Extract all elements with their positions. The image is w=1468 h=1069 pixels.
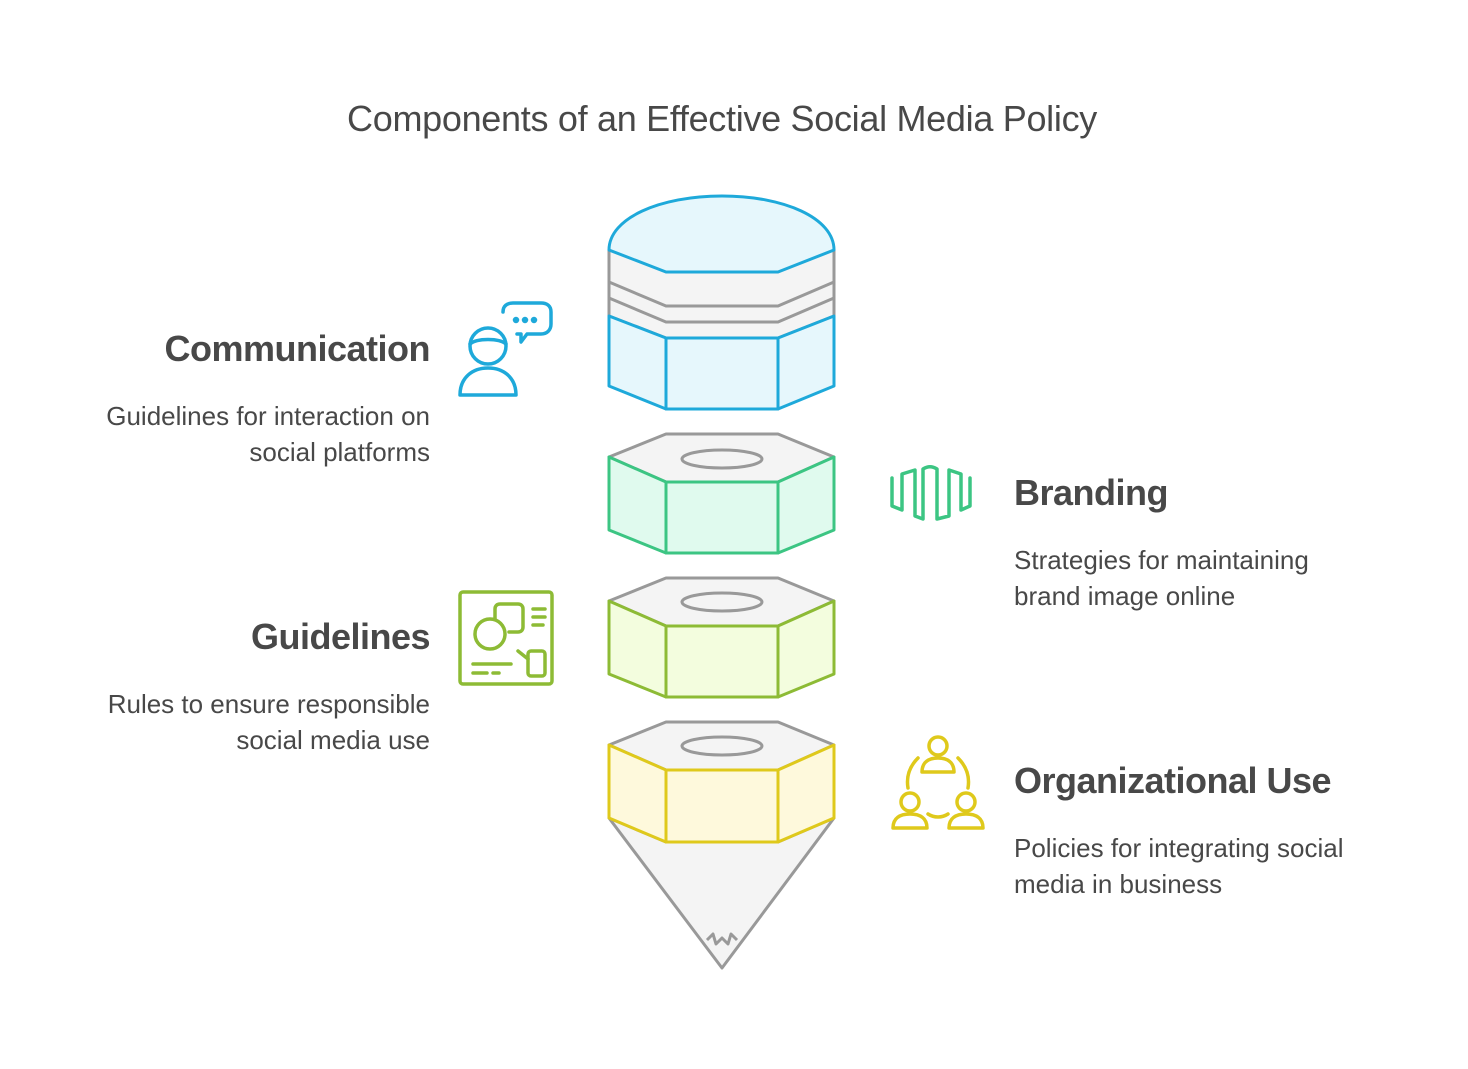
description-line: Policies for integrating social	[1014, 833, 1344, 863]
guidelines-description: Rules to ensure responsible social media…	[108, 686, 430, 758]
guidelines-heading: Guidelines	[250, 616, 431, 657]
description-line: brand image online	[1014, 581, 1236, 611]
description-line: Guidelines for interaction on	[106, 401, 430, 431]
stack-segment-guidelines	[607, 576, 836, 699]
team-network-icon	[891, 735, 985, 830]
person-speech-bubble-icon	[458, 301, 553, 397]
description-line: Strategies for maintaining	[1014, 545, 1309, 575]
stack-segment-communication	[607, 194, 836, 411]
communication-heading: Communication	[164, 328, 430, 369]
description-line: social media use	[236, 725, 430, 755]
stack-segment-branding	[607, 432, 836, 555]
diagram-title: Components of an Effective Social Media …	[347, 98, 1097, 139]
organizational-use-heading: Organizational Use	[1014, 760, 1332, 801]
organizational-use-description: Policies for integrating social media in…	[1014, 830, 1344, 902]
description-line: social platforms	[249, 437, 430, 467]
wave-signal-icon	[890, 465, 972, 521]
branding-description: Strategies for maintaining brand image o…	[1014, 542, 1309, 614]
stack-segment-organizational-use	[607, 720, 836, 970]
description-line: Rules to ensure responsible	[107, 689, 430, 719]
communication-description: Guidelines for interaction on social pla…	[106, 398, 430, 470]
diagram-board-icon	[458, 590, 554, 686]
description-line: media in business	[1014, 869, 1223, 899]
branding-heading: Branding	[1014, 472, 1169, 513]
